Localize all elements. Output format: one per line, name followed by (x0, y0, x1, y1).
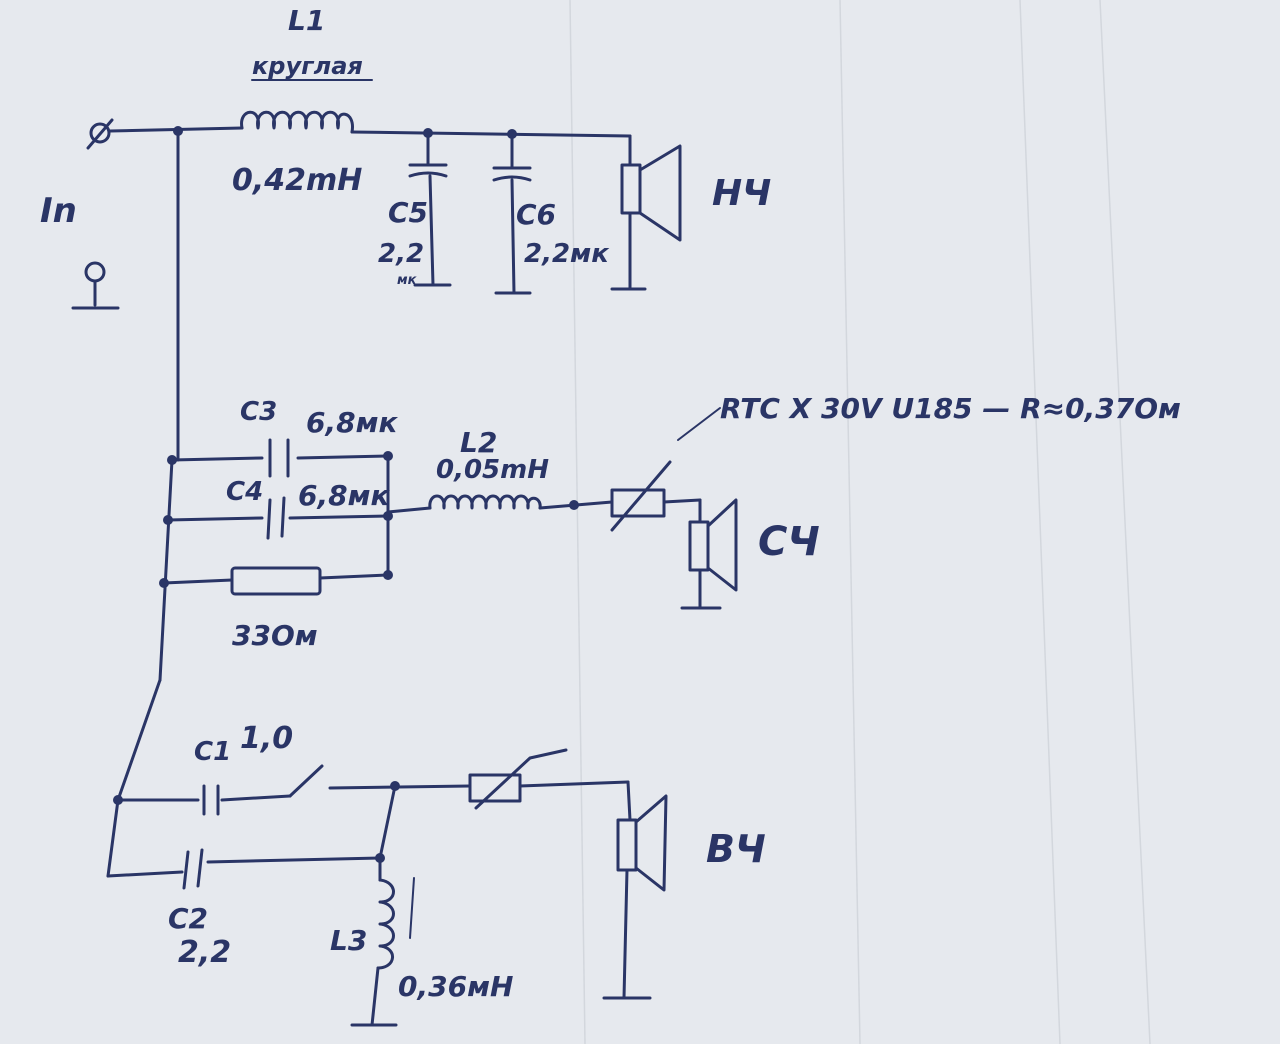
main-rail (106, 126, 244, 878)
inductor-l2 (428, 494, 614, 510)
inductor-l3 (350, 877, 415, 1027)
inductor-l1 (240, 110, 354, 134)
l2-value: 0,05mH (436, 455, 549, 485)
woofer-label: НЧ (712, 173, 771, 214)
ptc-note: RTC X 30V U185 — R≈0,37Ом (720, 392, 1181, 425)
capacitor-c6 (492, 132, 532, 295)
c5-unit: мк (397, 273, 418, 288)
capacitor-c5 (408, 131, 452, 287)
capacitor-c3 (268, 438, 290, 478)
ptc-resistor-tweeter (468, 748, 630, 810)
resistor-value: 33Ом (232, 619, 318, 652)
capacitor-c1 (202, 784, 220, 816)
ptc-resistor-mid (610, 407, 721, 532)
paper-rules (569, 0, 1151, 1044)
l3-value: 0,36мH (398, 970, 513, 1003)
c3-value: 6,8мк (306, 406, 398, 439)
mid-speaker-icon (680, 498, 738, 610)
capacitor-c2 (182, 848, 204, 890)
capacitor-c4 (266, 496, 286, 540)
c1-name: C1 (194, 737, 231, 767)
resistor-33-ohm (230, 566, 322, 596)
l3-name: L3 (330, 924, 367, 957)
c4-value: 6,8мк (298, 479, 390, 512)
tweeter-speaker-icon (602, 780, 668, 1000)
tweeter-label: ВЧ (706, 827, 766, 871)
l1-value: 0,42mH (232, 163, 362, 198)
c1-value: 1,0 (240, 721, 293, 756)
input-terminal-ground (71, 261, 120, 310)
tweeter-branch-rails (106, 764, 472, 882)
c2-name: C2 (168, 902, 208, 935)
l2-name: L2 (460, 426, 497, 459)
woofer-speaker-icon (610, 134, 682, 291)
l1-name: L1 (288, 4, 325, 37)
l1-note: круглая (252, 52, 363, 80)
c4-name: C4 (226, 477, 263, 507)
input-terminal-positive (86, 118, 114, 150)
c6-value: 2,2мк (524, 239, 610, 269)
c5-value: 2,2 (378, 239, 424, 269)
c5-name: C5 (388, 196, 428, 229)
mid-branch-rails (159, 451, 432, 588)
c3-name: C3 (240, 397, 277, 427)
c2-value: 2,2 (178, 935, 231, 970)
input-label: In (40, 191, 77, 231)
c6-name: C6 (516, 198, 556, 231)
mid-label: СЧ (758, 519, 820, 565)
